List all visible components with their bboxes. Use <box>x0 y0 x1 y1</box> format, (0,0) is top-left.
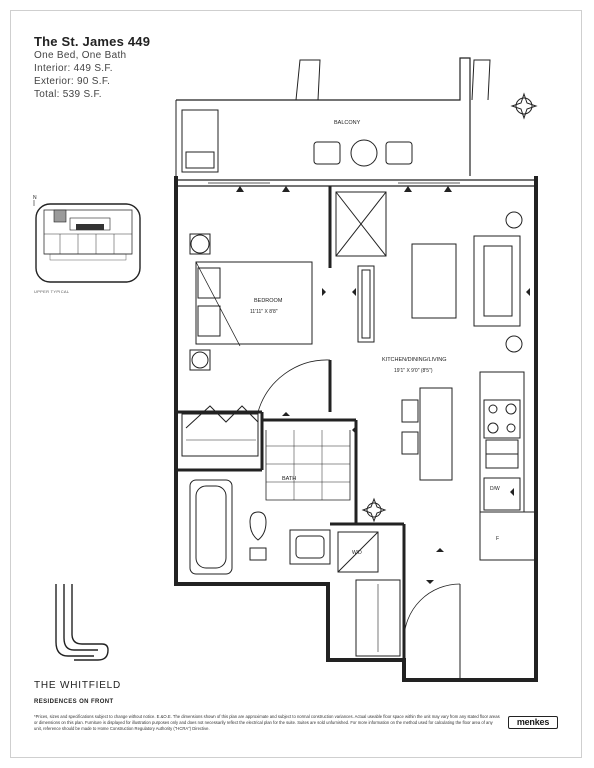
unit-interior-area: Interior: 449 S.F. <box>34 63 113 74</box>
kitchen-island <box>419 387 453 481</box>
page-frame <box>10 10 582 758</box>
key-plan-label: UPPER TYPICAL <box>34 289 70 294</box>
fridge <box>479 511 537 561</box>
bedroom-nightstand-bottom <box>189 349 211 371</box>
unit-title: The St. James 449 <box>34 34 151 49</box>
balcony-chair-left <box>313 141 341 165</box>
bathtub <box>189 479 233 575</box>
side-table-bottom <box>505 335 523 353</box>
door-markers <box>236 186 530 584</box>
balcony-post-left <box>295 59 321 101</box>
legal-disclaimer: *Prices, sizes and specifications subjec… <box>34 714 500 731</box>
label-living-dimensions: 19'1" X 9'0" (8'5") <box>394 368 433 374</box>
bedroom-nightstand-top <box>190 234 210 254</box>
unit-exterior-area: Exterior: 90 S.F. <box>34 76 111 87</box>
label-balcony: BALCONY <box>334 120 361 126</box>
label-bath: BATH <box>282 476 296 482</box>
tv-console <box>357 265 375 343</box>
dishwasher <box>483 477 521 511</box>
whitfield-logo <box>55 584 109 661</box>
unit-type: One Bed, One Bath <box>34 50 127 61</box>
balcony-post-right <box>471 59 491 101</box>
vanity-sink <box>289 529 331 565</box>
unit-header: The St. James 449 One Bed, One Bath Inte… <box>34 34 150 101</box>
brand-subtitle: RESIDENCES ON FRONT <box>34 699 114 705</box>
cooktop <box>483 399 521 439</box>
label-kitchen-dining-living: KITCHEN/DINING/LIVING <box>382 357 446 363</box>
balcony-chair-right <box>385 141 413 165</box>
bar-stool <box>401 431 419 455</box>
key-plan: N <box>33 195 141 283</box>
washer-dryer <box>337 531 379 573</box>
label-bedroom-dimensions: 11'11" X 8'8" <box>250 309 278 315</box>
entry-door-swing <box>403 583 461 641</box>
north-arrow-label: N <box>33 195 37 201</box>
balcony-table <box>350 139 378 167</box>
suite-exterior-wall <box>174 176 538 682</box>
side-table-top <box>505 211 523 229</box>
label-bedroom: BEDROOM <box>254 298 283 304</box>
bed <box>195 261 313 345</box>
balcony-lounger <box>181 109 219 173</box>
mechanical-closet <box>335 191 387 257</box>
kitchen-counter <box>479 371 525 513</box>
toilet <box>249 511 267 541</box>
label-dishwasher: D/W <box>490 486 500 492</box>
compass-rose-top <box>510 92 538 120</box>
compass-rose-bath <box>361 497 387 523</box>
bar-stool <box>401 399 419 423</box>
balcony-outer-wall <box>176 57 471 176</box>
sofa <box>473 235 521 327</box>
brand-name: THE WHITFIELD <box>34 680 122 691</box>
bedroom-closet <box>181 413 259 457</box>
label-washer-dryer: W/D <box>352 550 362 556</box>
developer-logo: menkes <box>508 716 558 729</box>
entry-closet <box>355 579 401 657</box>
label-fridge: F <box>496 536 499 542</box>
key-plan-unit-highlight <box>53 209 67 223</box>
key-plan-outline <box>35 203 141 283</box>
coffee-table <box>411 243 457 319</box>
unit-total-area: Total: 539 S.F. <box>34 89 102 100</box>
